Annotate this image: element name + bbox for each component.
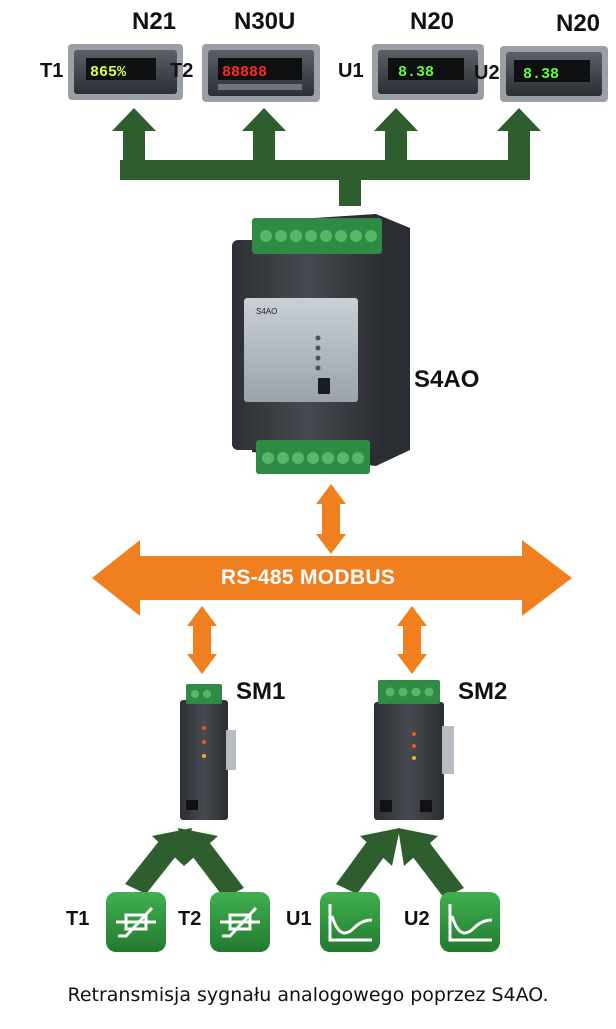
display-n30u <box>218 58 302 80</box>
sensor-label-t1: T1 <box>66 908 90 930</box>
module-name-sm1: SM1 <box>236 678 286 705</box>
thermistor-icon-t1 <box>106 892 166 952</box>
meter-model-label: N21 <box>132 8 177 35</box>
signal-icon-u1 <box>320 892 380 952</box>
tree-arrow-1 <box>112 108 156 168</box>
s4ao-bus-link <box>316 484 346 554</box>
sm1-module <box>180 684 236 820</box>
display-n20-u2 <box>514 60 590 82</box>
reading-n30u: 88888 <box>222 64 267 81</box>
converter-name: S4AO <box>414 366 480 393</box>
distribution-tree <box>112 108 541 206</box>
module-name-sm2: SM2 <box>458 678 508 705</box>
meter-n21 <box>68 44 183 100</box>
sensor-label-t2: T2 <box>178 908 202 930</box>
display-n21 <box>86 58 156 80</box>
meter-model-label: N20 <box>556 10 601 37</box>
sensor-label-u1: U1 <box>286 908 312 930</box>
s4ao-converter: S4AO <box>232 214 410 474</box>
meter-input-label: U2 <box>474 62 500 84</box>
reading-n21: 865% <box>90 64 127 81</box>
display-n20-u1 <box>388 58 464 80</box>
tree-arrow-3 <box>374 108 418 168</box>
rs485-bus-arrow <box>92 540 572 616</box>
meter-n20-u1 <box>372 44 484 100</box>
reading-n20-u2: 8.38 <box>523 66 559 83</box>
input-arrow-u2 <box>398 828 464 898</box>
input-arrow-t2 <box>178 828 244 898</box>
usb-port <box>318 378 330 394</box>
front-label: S4AO <box>256 307 277 316</box>
meter-input-label: T1 <box>40 60 64 82</box>
front-panel <box>244 298 358 402</box>
meter-model-label: N20 <box>410 8 455 35</box>
tree-bar <box>120 160 530 180</box>
meter-n30u <box>202 44 320 102</box>
sm1-bus-link <box>187 606 217 674</box>
input-arrow-u1 <box>336 828 400 894</box>
figure-caption: Retransmisja sygnału analogowego poprzez… <box>67 984 549 1006</box>
tree-arrow-4 <box>497 108 541 168</box>
meter-model-label: N30U <box>234 8 296 35</box>
meter-input-label: T2 <box>170 60 194 82</box>
tree-arrow-2 <box>242 108 286 168</box>
bus-label: RS-485 MODBUS <box>220 566 396 589</box>
tree-stem <box>339 160 361 206</box>
thermistor-icon-t2 <box>210 892 270 952</box>
sm2-bus-link <box>397 606 427 674</box>
meter-n20-u2 <box>500 46 608 102</box>
signal-icon-u2 <box>440 892 500 952</box>
meter-input-label: U1 <box>338 60 364 82</box>
reading-n20-u1: 8.38 <box>398 64 434 81</box>
sm2-module <box>374 680 454 820</box>
sensor-label-u2: U2 <box>404 908 430 930</box>
